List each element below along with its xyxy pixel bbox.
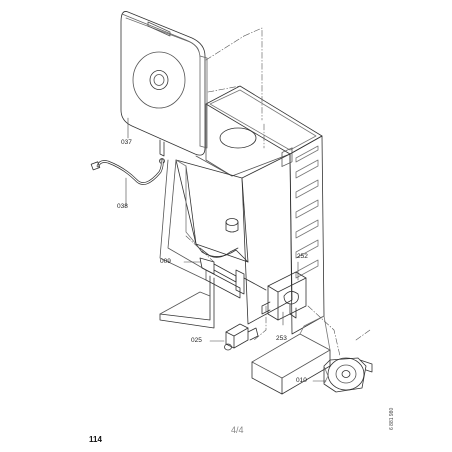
part-label-037: 037 <box>121 139 132 146</box>
gas-valve-block-drawing <box>261 147 307 321</box>
pipe-009-drawing <box>199 257 267 295</box>
leader-lines <box>125 117 327 382</box>
expansion-vessel-drawing <box>120 11 208 164</box>
part-label-010: 010 <box>296 377 307 384</box>
page-number: 114 <box>89 435 102 444</box>
blower-010-drawing <box>323 357 373 393</box>
page-indicator: 4/4 <box>231 425 244 435</box>
frame-housing-drawing <box>159 85 331 395</box>
valve-025-drawing <box>224 323 259 351</box>
drawing-reference: 6 881 980 <box>389 407 395 430</box>
part-label-038: 038 <box>117 203 128 210</box>
flexible-hose-drawing <box>90 158 164 185</box>
part-label-253: 253 <box>276 335 287 342</box>
part-label-009: 009 <box>160 258 171 265</box>
part-label-025: 025 <box>191 337 202 344</box>
part-label-252: 252 <box>297 253 308 260</box>
center-lines <box>185 27 371 357</box>
